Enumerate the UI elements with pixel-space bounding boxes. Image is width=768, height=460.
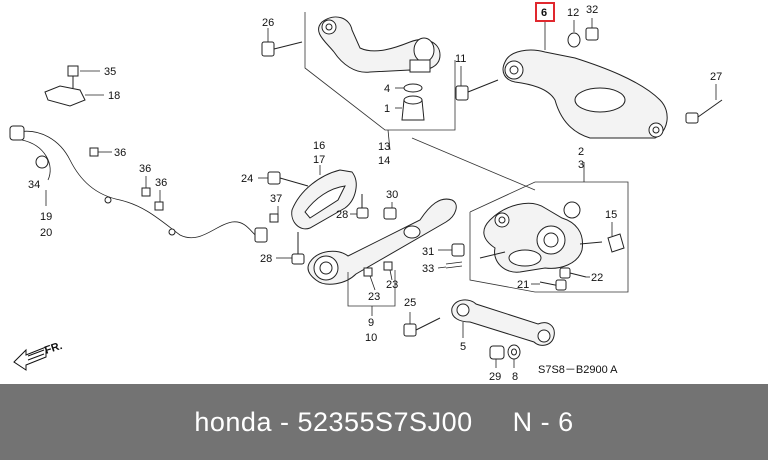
callout-1: 1 — [384, 103, 390, 115]
callout-31: 31 — [422, 246, 434, 258]
bracket-18 — [44, 85, 104, 107]
lower-arm-part — [502, 22, 668, 139]
callout-23b: 23 — [386, 279, 398, 291]
callout-11: 11 — [455, 53, 466, 65]
callout-23a: 23 — [368, 291, 380, 303]
callout-36b: 36 — [139, 163, 151, 175]
lower-link-frame — [347, 270, 396, 307]
bolt-35 — [67, 65, 100, 88]
callout-28b: 28 — [336, 209, 348, 221]
callout-36c: 36 — [155, 177, 167, 189]
caption-bar: honda - 52355S7SJ00 N - 6 — [0, 384, 768, 460]
bolt-21 — [531, 279, 567, 291]
abs-sensor-wire — [9, 125, 268, 243]
callout-4: 4 — [384, 83, 390, 95]
forward-arrow-icon — [13, 346, 47, 371]
bolt-28b — [350, 194, 369, 219]
bolt-11 — [455, 66, 499, 101]
callout-35: 35 — [104, 66, 116, 78]
bolt-37 — [269, 206, 279, 223]
clip-36b — [141, 176, 151, 197]
callout-21: 21 — [517, 279, 529, 291]
callout-33: 33 — [422, 263, 434, 275]
diagram-code: S7S8－B2900 A — [538, 364, 618, 376]
callout-22: 22 — [591, 272, 603, 284]
knuckle-part — [483, 162, 585, 273]
highlight-frame — [535, 2, 555, 22]
callout-17: 17 — [313, 154, 325, 166]
callout-13: 13 — [378, 141, 390, 153]
callout-27: 27 — [710, 71, 722, 83]
bracket-16-17 — [291, 165, 357, 230]
callout-20: 20 — [40, 227, 52, 239]
callout-3: 3 — [578, 159, 584, 171]
callout-28a: 28 — [260, 253, 272, 265]
bolt-25 — [403, 312, 441, 337]
bolt-15-thread — [579, 241, 603, 245]
knuckle-frame — [469, 181, 629, 293]
callout-19: 19 — [40, 211, 52, 223]
bolt-left-knuckle — [479, 251, 506, 259]
bolt-28a — [276, 232, 305, 265]
compensator-arm-part — [451, 299, 555, 346]
upper-arm-frame — [304, 12, 456, 131]
callout-36a: 36 — [114, 147, 126, 159]
callout-32: 32 — [586, 4, 598, 16]
callout-16: 16 — [313, 140, 325, 152]
bolt-27 — [685, 84, 723, 124]
callout-10: 10 — [365, 332, 377, 344]
callout-labels: 26 6 12 32 35 18 11 27 4 1 13 14 36 16 1… — [28, 2, 722, 383]
washer-8 — [507, 344, 521, 368]
lower-link-part — [307, 198, 457, 285]
bushing-15 — [607, 222, 625, 253]
callout-9: 9 — [368, 317, 374, 329]
bolt-24 — [258, 171, 309, 187]
callout-15: 15 — [605, 209, 617, 221]
nut-29 — [489, 345, 505, 368]
callout-8: 8 — [512, 371, 518, 383]
nut-32 — [585, 18, 599, 41]
part-caption: honda - 52355S7SJ00 N - 6 — [194, 406, 574, 437]
clip-36c — [154, 190, 164, 211]
forward-label: FR. — [43, 340, 64, 357]
callout-34: 34 — [28, 179, 40, 191]
upper-arm-part — [318, 16, 441, 73]
bushing-4 — [395, 83, 423, 93]
bushing-1 — [395, 95, 425, 121]
callout-29: 29 — [489, 371, 501, 383]
callout-2: 2 — [578, 146, 584, 158]
callout-12: 12 — [567, 7, 579, 19]
bolt-23a — [363, 267, 376, 291]
callout-30: 30 — [386, 189, 398, 201]
parts-diagram: FR. 26 6 12 32 35 18 11 27 4 1 13 14 36 … — [9, 2, 723, 383]
clip-36a — [89, 147, 112, 157]
bolt-22 — [559, 267, 590, 279]
bolt-23b — [383, 261, 393, 281]
nut-12 — [567, 20, 581, 48]
callout-37: 37 — [270, 193, 282, 205]
callout-14: 14 — [378, 155, 390, 167]
nut-30 — [383, 202, 397, 220]
callout-26: 26 — [262, 17, 274, 29]
bolt-26 — [261, 28, 303, 57]
washer-33 — [437, 261, 463, 269]
callout-5: 5 — [460, 341, 466, 353]
callout-18: 18 — [108, 90, 120, 102]
callout-24: 24 — [241, 173, 253, 185]
bushing-31 — [438, 243, 465, 257]
callout-6: 6 — [541, 7, 547, 19]
callout-25: 25 — [404, 297, 416, 309]
